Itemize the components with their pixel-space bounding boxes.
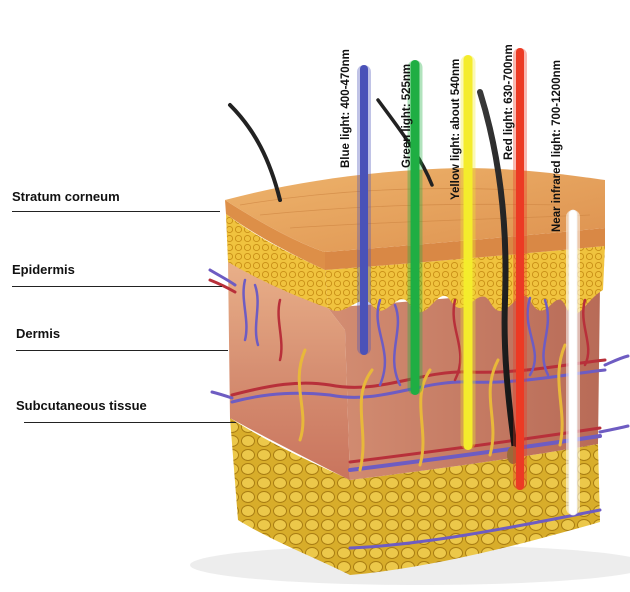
label-dermis: Dermis (16, 326, 60, 341)
leader-dermis (16, 350, 228, 351)
beam-label-green: Green light: 525nm (401, 64, 413, 168)
beam-red (516, 48, 524, 490)
leader-subcutaneous-tissue (24, 422, 236, 423)
beam-label-yellow: Yellow light: about 540nm (450, 59, 462, 200)
leader-stratum-corneum (12, 211, 220, 212)
hair-left (230, 105, 280, 200)
beam-label-red: Red light: 630-700nm (503, 44, 515, 160)
beam-label-blue: Blue light: 400-470nm (340, 49, 352, 168)
beam-yellow (464, 55, 473, 450)
label-epidermis: Epidermis (12, 262, 75, 277)
label-stratum-corneum: Stratum corneum (12, 189, 120, 204)
leader-epidermis (12, 286, 222, 287)
beam-nir (569, 210, 577, 515)
beam-label-near-infrared: Near infrared light: 700-1200nm (551, 60, 563, 232)
label-subcutaneous-tissue: Subcutaneous tissue (16, 398, 147, 413)
beam-blue (360, 65, 368, 355)
